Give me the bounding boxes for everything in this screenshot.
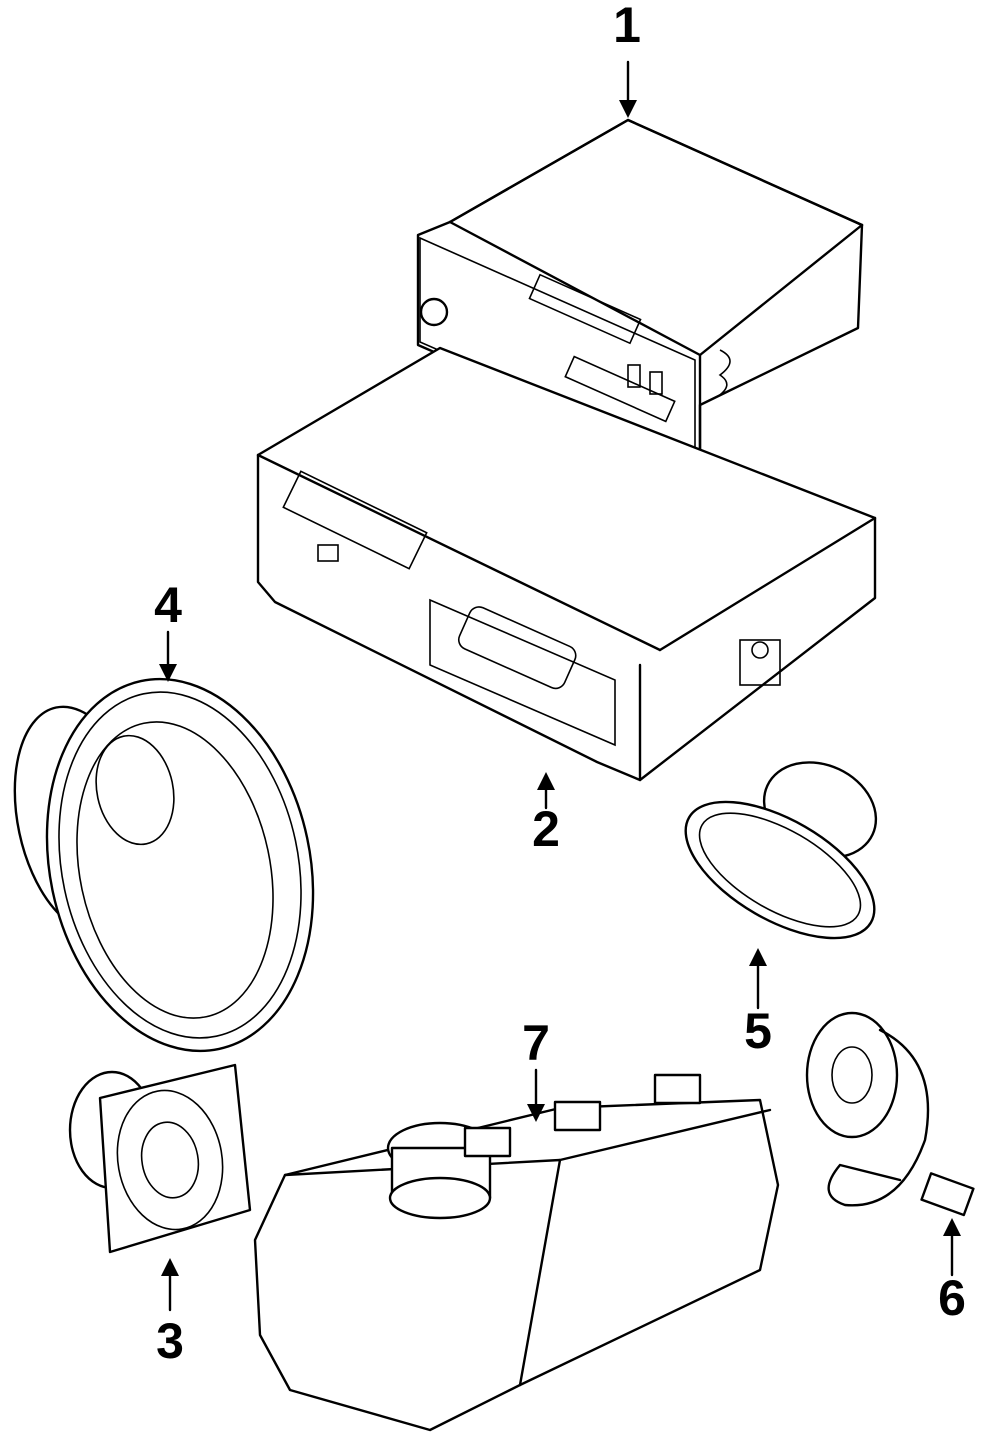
callout-label: 6: [938, 1270, 966, 1326]
callout-label: 4: [154, 577, 182, 633]
tweeter-with-harness[interactable]: [805, 1011, 975, 1217]
callout-4: 4: [154, 577, 182, 682]
callout-label: 3: [156, 1313, 184, 1369]
volume-knob: [419, 297, 449, 327]
callout-label: 1: [613, 0, 641, 53]
cd-changer[interactable]: [256, 346, 877, 782]
callout-1: 1: [613, 0, 641, 118]
callout-7: 7: [522, 1015, 550, 1122]
callout-2: 2: [532, 772, 560, 857]
square-speaker[interactable]: [68, 1063, 252, 1254]
oval-speaker[interactable]: [664, 745, 896, 966]
radio-receiver[interactable]: [416, 118, 864, 518]
callout-label: 2: [532, 801, 560, 857]
callout-5: 5: [744, 948, 772, 1059]
callout-label: 5: [744, 1003, 772, 1059]
subwoofer-enclosure[interactable]: [253, 1073, 780, 1432]
callout-6: 6: [938, 1218, 966, 1326]
callout-label: 7: [522, 1015, 550, 1071]
large-speaker[interactable]: [0, 654, 346, 1076]
callout-3: 3: [156, 1258, 184, 1369]
